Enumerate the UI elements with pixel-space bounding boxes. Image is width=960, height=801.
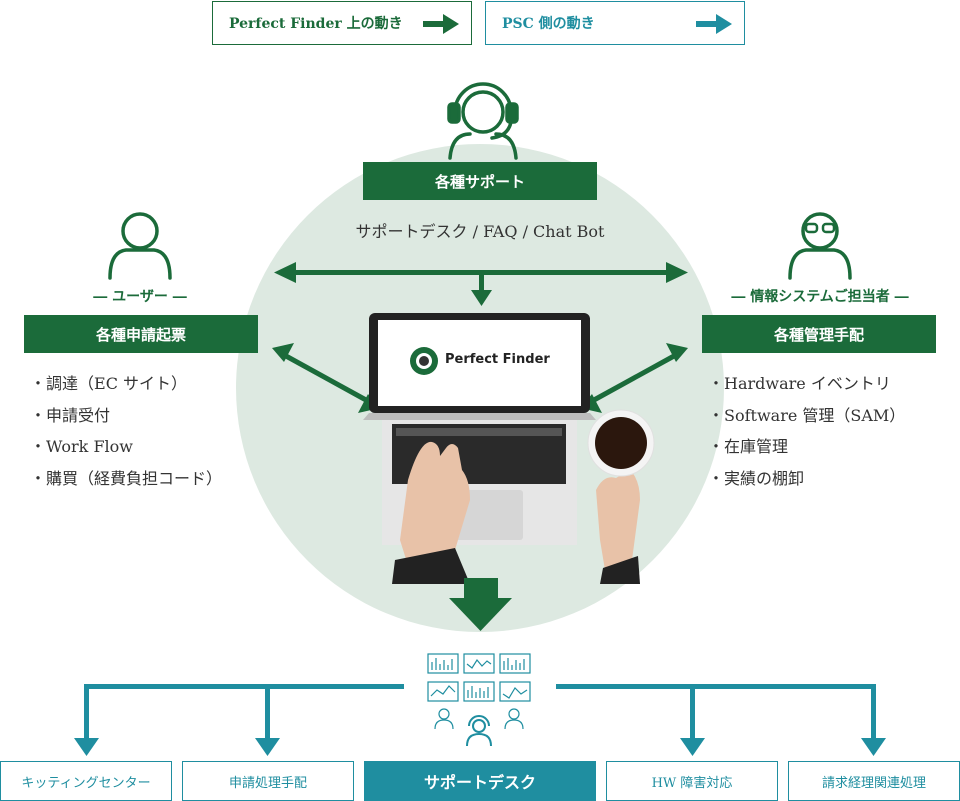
support-desk-box: サポートデスク <box>364 761 596 801</box>
bottom-label: 請求経理関連処理 <box>821 775 926 791</box>
perfect-finder-logo-text: Perfect Finder <box>445 352 550 367</box>
support-title: 各種サポート <box>434 172 525 191</box>
laptop-illustration <box>363 313 596 545</box>
coffee-cup-illustration <box>587 409 655 477</box>
legend-pf-label: Perfect Finder 上の動き <box>229 16 403 32</box>
hw-failure-box: HW 障害対応 <box>606 761 778 801</box>
headset-operator-icon <box>447 82 519 160</box>
user-item: 申請受付 <box>30 400 222 432</box>
user-title: 各種申請起票 <box>95 325 186 344</box>
support-title-box: 各種サポート <box>363 162 597 200</box>
admin-item: 在庫管理 <box>708 431 905 463</box>
legend-psc-movement: PSC 側の動き <box>485 1 745 45</box>
billing-accounting-box: 請求経理関連処理 <box>788 761 960 801</box>
admin-title-box: 各種管理手配 <box>702 315 936 353</box>
user-item: 購買（経費負担コード） <box>30 463 222 495</box>
user-icon <box>108 212 172 280</box>
bottom-label: 申請処理手配 <box>228 775 307 791</box>
legend-psc-label: PSC 側の動き <box>502 16 595 32</box>
user-item: Work Flow <box>30 431 222 463</box>
distribution-arrows <box>74 684 886 756</box>
horizontal-double-arrow <box>274 262 688 306</box>
user-item: 調達（EC サイト） <box>30 368 222 400</box>
bottom-label: HW 障害対応 <box>651 775 733 791</box>
teal-arrow-icon <box>696 14 732 34</box>
green-arrow-icon <box>423 14 459 34</box>
admin-item: Hardware イベントリ <box>708 368 905 400</box>
kitting-center-box: キッティングセンター <box>0 761 172 801</box>
admin-items-list: Hardware イベントリ Software 管理（SAM） 在庫管理 実績の… <box>708 368 905 494</box>
admin-item: Software 管理（SAM） <box>708 400 905 432</box>
admin-title: 各種管理手配 <box>773 325 864 344</box>
bottom-label: サポートデスク <box>423 773 536 792</box>
admin-caption: ― 情報システムご担当者 ― <box>731 289 909 305</box>
user-items-list: 調達（EC サイト） 申請受付 Work Flow 購買（経費負担コード） <box>30 368 222 494</box>
user-caption: ― ユーザー ― <box>93 289 187 305</box>
hands-illustration <box>392 441 640 584</box>
down-arrow <box>449 578 512 631</box>
application-processing-box: 申請処理手配 <box>182 761 354 801</box>
admin-item: 実績の棚卸 <box>708 463 905 495</box>
bottom-label: キッティングセンター <box>21 775 151 791</box>
support-subtitle: サポートデスク / FAQ / Chat Bot <box>355 222 605 241</box>
glasses-user-icon <box>788 212 852 280</box>
monitoring-dashboard-icon <box>427 653 531 747</box>
user-title-box: 各種申請起票 <box>24 315 258 353</box>
legend-pf-movement: Perfect Finder 上の動き <box>212 1 472 45</box>
